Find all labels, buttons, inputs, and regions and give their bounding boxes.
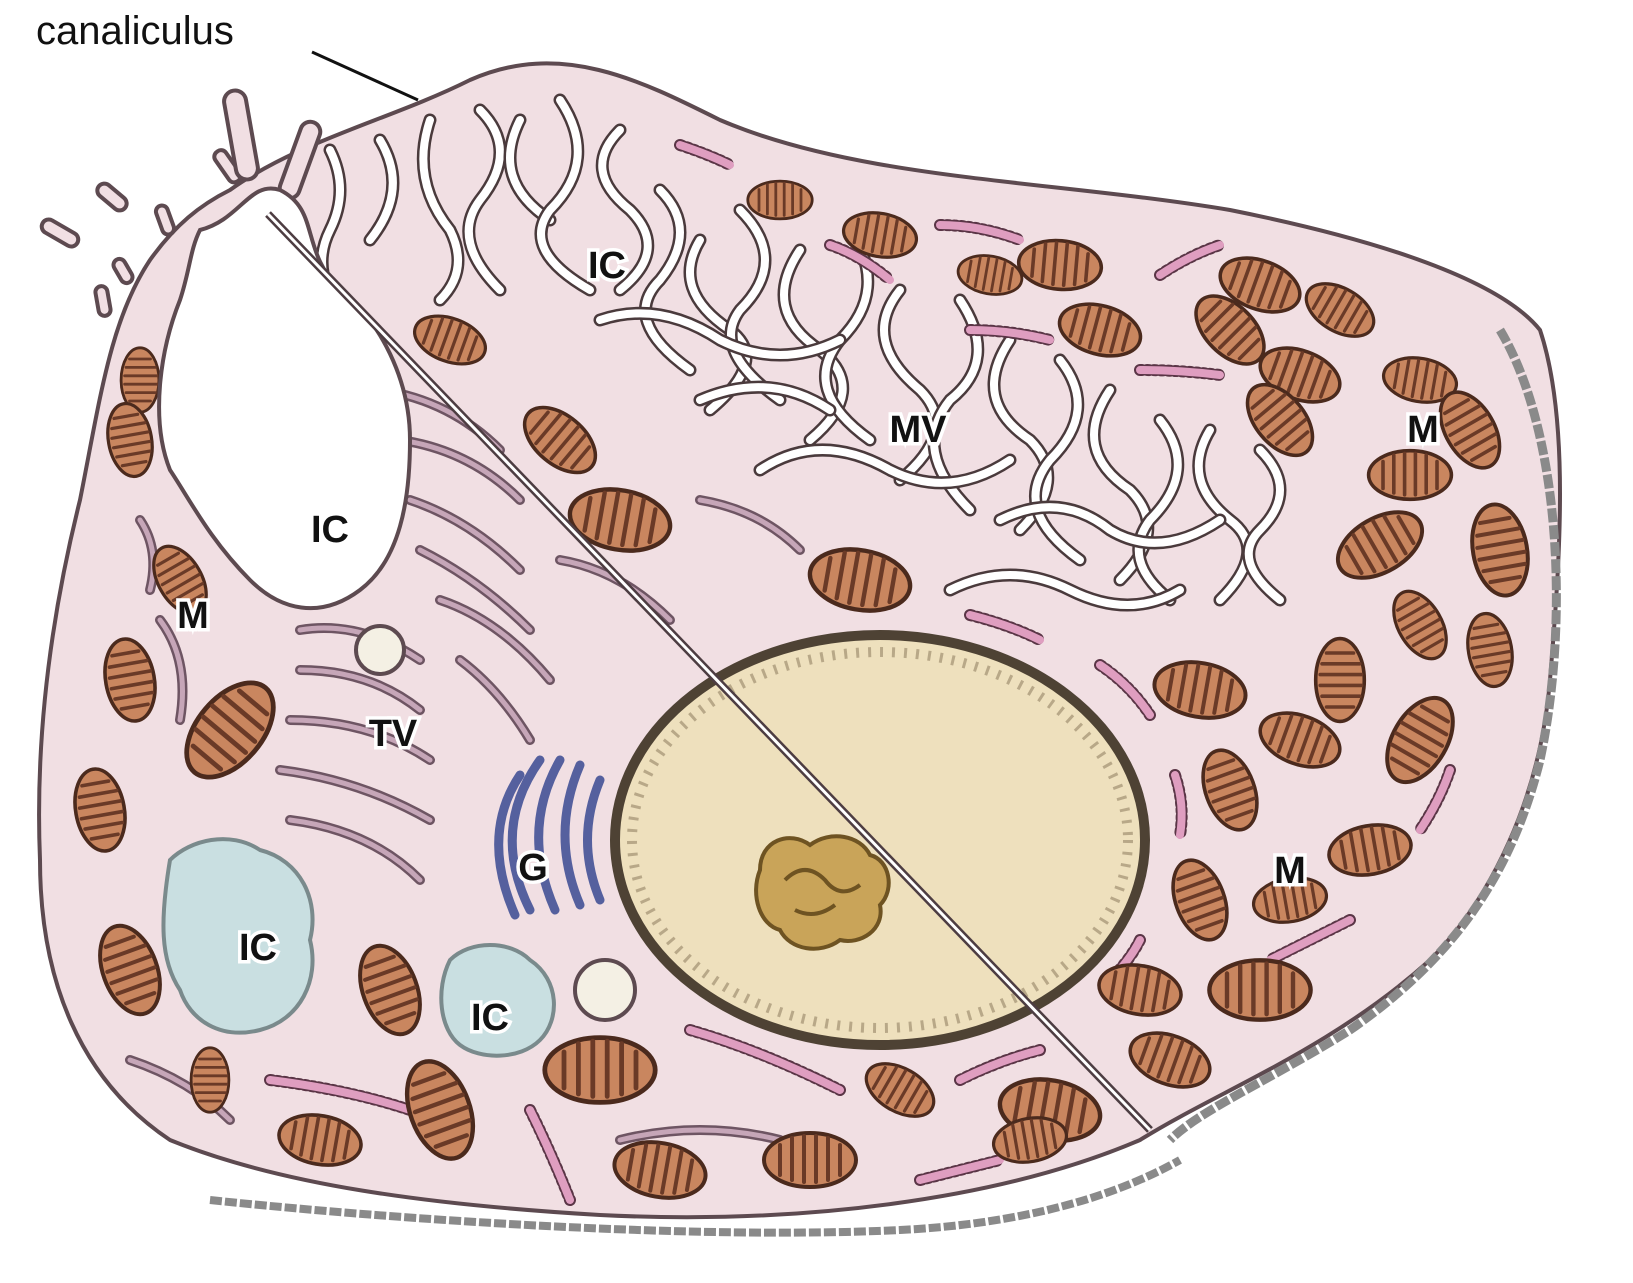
label-ic-bottom-mid: IC (471, 997, 509, 1039)
label-m-left: M (177, 595, 209, 637)
label-ic-bottom-left: IC (239, 927, 277, 969)
label-ic-left: IC (311, 509, 349, 551)
label-m-right-bottom: M (1274, 850, 1306, 892)
label-m-right-top: M (1407, 409, 1439, 451)
canaliculus-pointer-line (312, 52, 418, 100)
label-ic-top: IC (588, 245, 626, 287)
vesicle-bottom (575, 960, 635, 1020)
canaliculus-label: canaliculus (36, 9, 234, 53)
nucleus (615, 635, 1145, 1045)
label-g: G (518, 847, 548, 889)
vesicle-top (356, 626, 404, 674)
label-mv: MV (890, 409, 948, 451)
label-tv: TV (369, 713, 418, 755)
canaliculus-blue-left (163, 839, 312, 1033)
